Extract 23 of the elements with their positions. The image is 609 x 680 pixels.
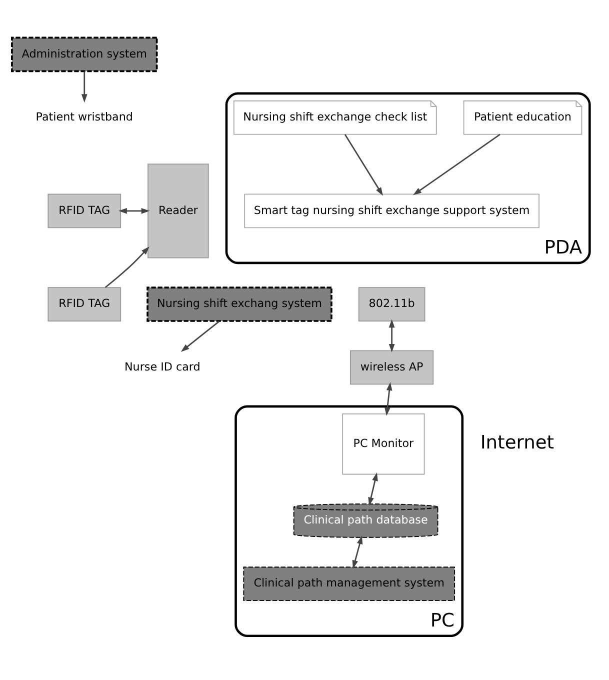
node-box: RFID TAG <box>48 193 122 228</box>
node-box: Nursing shift exchang system <box>146 286 332 322</box>
arrow <box>118 208 150 214</box>
node-box: RFID TAG <box>48 286 122 321</box>
label: Internet <box>480 432 554 454</box>
node-box: PC Monitor <box>342 412 425 474</box>
arrow <box>352 535 363 568</box>
node-box: 802.11b <box>358 286 426 321</box>
node-box: Reader <box>148 163 209 258</box>
arrow <box>180 320 220 352</box>
node-box: Clinical path management system <box>243 566 455 601</box>
arrow <box>384 382 392 416</box>
arrow <box>81 70 88 102</box>
node-box: Administration system <box>11 36 158 72</box>
arrow <box>104 246 150 288</box>
arrow <box>413 133 500 195</box>
arrow <box>344 134 383 196</box>
node-box: Smart tag nursing shift exchange support system <box>244 193 540 228</box>
arrow <box>388 318 395 352</box>
node-text: Nurse ID card <box>124 360 200 373</box>
node-box: wireless AP <box>350 350 434 384</box>
arrow <box>368 472 378 506</box>
node-text: Patient wristband <box>36 110 133 123</box>
